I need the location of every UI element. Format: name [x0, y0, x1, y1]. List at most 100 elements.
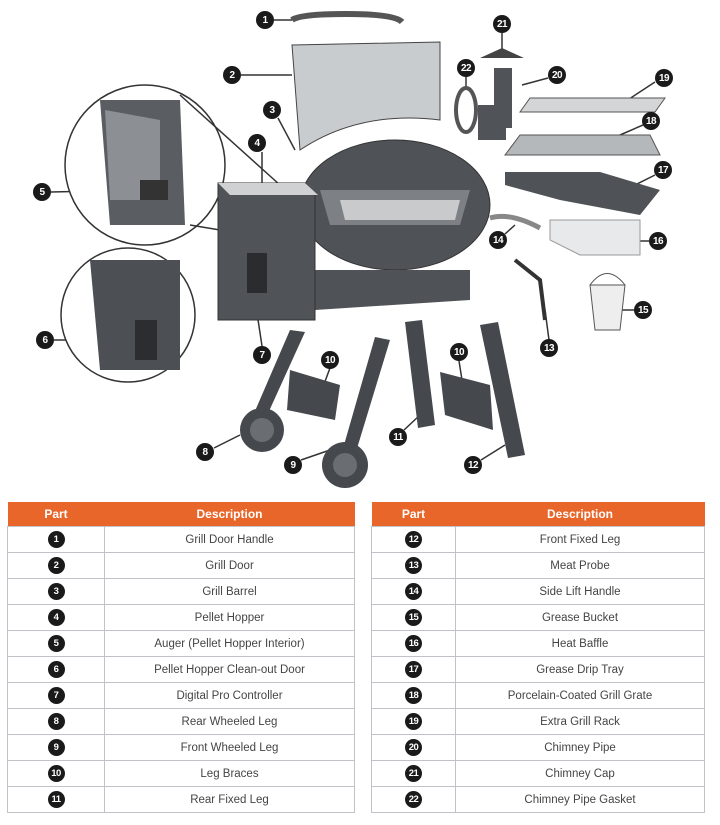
grill-illustration: [50, 10, 666, 488]
part-description: Pellet Hopper: [104, 604, 355, 631]
callout-10b: 10: [450, 343, 468, 361]
part-number-cell: 9: [7, 734, 105, 761]
table-row: 19 Extra Grill Rack: [371, 708, 705, 735]
part-number-badge: 19: [405, 713, 422, 730]
table-row: 9 Front Wheeled Leg: [7, 734, 355, 761]
part-number-badge: 16: [405, 635, 422, 652]
part-number-badge: 22: [405, 791, 422, 808]
table-row: 6 Pellet Hopper Clean-out Door: [7, 656, 355, 683]
part-description: Grease Bucket: [455, 604, 705, 631]
callout-8: 8: [196, 443, 214, 461]
callout-6: 6: [36, 331, 54, 349]
part-number-cell: 17: [371, 656, 456, 683]
callout-22: 22: [457, 59, 475, 77]
part-description: Rear Fixed Leg: [104, 786, 355, 813]
part-number-cell: 13: [371, 552, 456, 579]
part-number-badge: 9: [47, 739, 65, 756]
column-header-part: Part: [371, 502, 456, 527]
part-description: Heat Baffle: [455, 630, 705, 657]
part-number-badge: 18: [405, 687, 422, 704]
column-header-description: Description: [455, 502, 705, 527]
part-description: Pellet Hopper Clean-out Door: [104, 656, 355, 683]
table-row: 18 Porcelain-Coated Grill Grate: [371, 682, 705, 709]
part-description: Digital Pro Controller: [104, 682, 355, 709]
part-description: Porcelain-Coated Grill Grate: [455, 682, 705, 709]
table-row: 21 Chimney Cap: [371, 760, 705, 787]
part-number-badge: 14: [405, 583, 422, 600]
part-number-badge: 10: [47, 765, 65, 782]
part-number-badge: 13: [405, 557, 422, 574]
part-number-cell: 5: [7, 630, 105, 657]
part-number-cell: 14: [371, 578, 456, 605]
part-number-badge: 1: [47, 531, 65, 548]
table-row: 3 Grill Barrel: [7, 578, 355, 605]
part-number-cell: 11: [7, 786, 105, 813]
part-number-cell: 1: [7, 526, 105, 553]
part-number-cell: 6: [7, 656, 105, 683]
callout-9: 9: [284, 456, 302, 474]
callout-15: 15: [634, 301, 652, 319]
callout-14: 14: [489, 231, 507, 249]
part-number-badge: 21: [405, 765, 422, 782]
part-number-badge: 4: [47, 609, 65, 626]
part-number-badge: 6: [47, 661, 65, 678]
part-description: Grill Barrel: [104, 578, 355, 605]
callout-2: 2: [223, 66, 241, 84]
table-row: 10 Leg Braces: [7, 760, 355, 787]
part-number-cell: 8: [7, 708, 105, 735]
part-description: Leg Braces: [104, 760, 355, 787]
callout-19: 19: [655, 69, 673, 87]
part-number-cell: 12: [371, 526, 456, 553]
part-number-cell: 3: [7, 578, 105, 605]
callout-16: 16: [649, 232, 667, 250]
callout-13: 13: [540, 339, 558, 357]
part-number-badge: 12: [405, 531, 422, 548]
part-number-cell: 22: [371, 786, 456, 813]
part-number-cell: 2: [7, 552, 105, 579]
part-description: Grill Door: [104, 552, 355, 579]
part-description: Chimney Cap: [455, 760, 705, 787]
exploded-parts-diagram: 1 2 3 4 5 6 7 8 9 10 10 11 12 13 14 15 1…: [33, 10, 673, 488]
table-row: 20 Chimney Pipe: [371, 734, 705, 761]
part-number-cell: 21: [371, 760, 456, 787]
table-row: 16 Heat Baffle: [371, 630, 705, 657]
part-number-cell: 7: [7, 682, 105, 709]
table-row: 11 Rear Fixed Leg: [7, 786, 355, 813]
column-header-part: Part: [7, 502, 105, 527]
part-number-badge: 11: [47, 791, 65, 808]
part-number-badge: 15: [405, 609, 422, 626]
part-description: Extra Grill Rack: [455, 708, 705, 735]
part-number-badge: 7: [47, 687, 65, 704]
column-header-description: Description: [104, 502, 355, 527]
part-description: Meat Probe: [455, 552, 705, 579]
callout-11: 11: [389, 428, 407, 446]
part-number-badge: 20: [405, 739, 422, 756]
part-description: Auger (Pellet Hopper Interior): [104, 630, 355, 657]
part-number-cell: 20: [371, 734, 456, 761]
callout-5: 5: [33, 183, 51, 201]
part-number-badge: 3: [47, 583, 65, 600]
table-row: 15 Grease Bucket: [371, 604, 705, 631]
callout-12: 12: [464, 456, 482, 474]
part-description: Front Wheeled Leg: [104, 734, 355, 761]
part-description: Chimney Pipe: [455, 734, 705, 761]
table-row: 4 Pellet Hopper: [7, 604, 355, 631]
part-number-cell: 15: [371, 604, 456, 631]
callout-21: 21: [493, 15, 511, 33]
part-description: Rear Wheeled Leg: [104, 708, 355, 735]
table-row: 7 Digital Pro Controller: [7, 682, 355, 709]
part-number-cell: 18: [371, 682, 456, 709]
part-number-cell: 16: [371, 630, 456, 657]
part-number-cell: 19: [371, 708, 456, 735]
part-number-badge: 17: [405, 661, 422, 678]
